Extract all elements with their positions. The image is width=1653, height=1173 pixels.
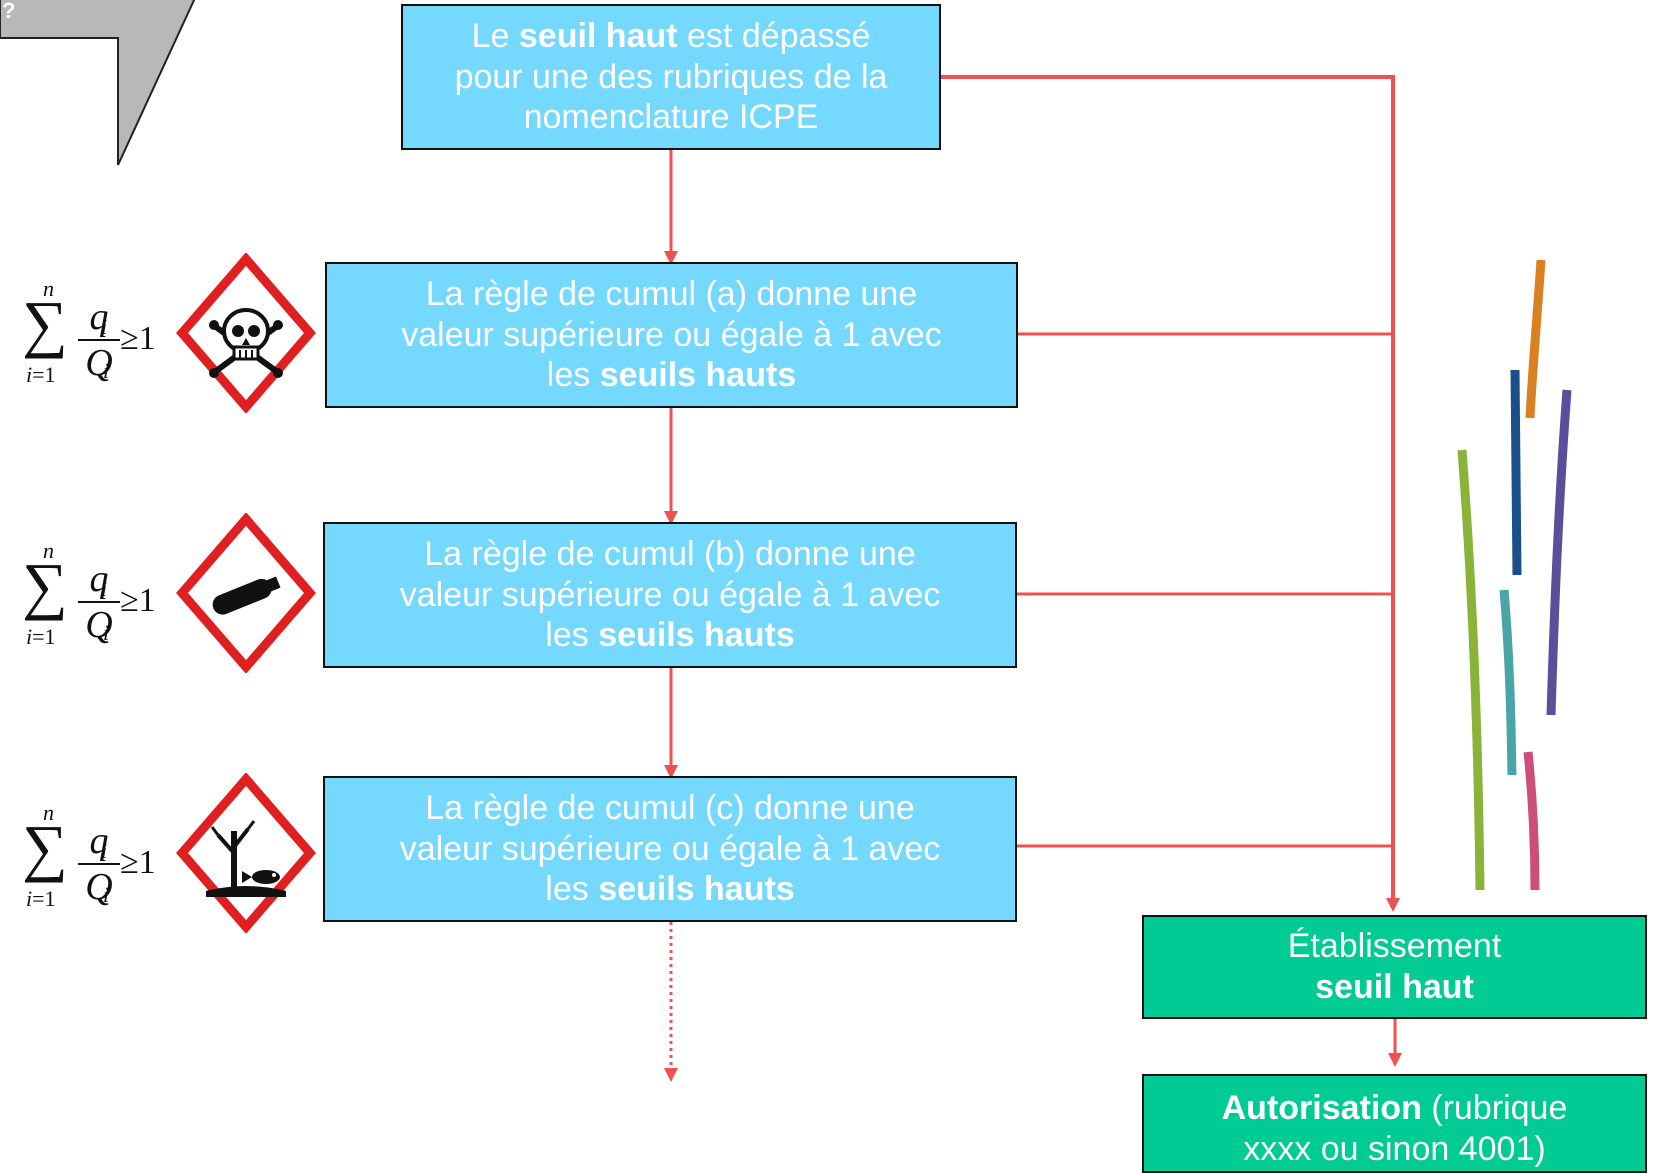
box4-line3-pre: les — [545, 870, 599, 909]
autorisation-line2: xxxx ou sinon 4001) — [1243, 1129, 1546, 1168]
formula-denominator-sub: i — [103, 358, 110, 383]
box4-line2: valeur supérieure ou égale à 1 avec — [399, 829, 941, 868]
environment-icon — [176, 773, 316, 933]
formula-upper-limit: n — [43, 538, 54, 563]
formula-lower-var: i — [26, 362, 33, 387]
formula-numerator: q — [89, 296, 109, 338]
corner-callout-shape — [0, 0, 196, 166]
box-etablissement-seuil-haut: Établissement seuil haut — [1142, 915, 1647, 1019]
box-seuil-haut-depasse: Le seuil haut est dépassé pour une des r… — [401, 4, 941, 150]
decorative-strokes-logo — [1457, 259, 1572, 890]
formula-denominator: Q — [85, 604, 113, 646]
formula-relation: ≥1 — [120, 320, 156, 357]
formula-lower-limit: i=1 — [26, 888, 56, 910]
formula-fraction-bar — [78, 339, 120, 341]
cumul-formula-a: n ∑ i=1 q Q i i ≥1 — [14, 278, 164, 398]
formula-upper-limit: n — [43, 276, 54, 301]
corner-question-mark: ? — [2, 0, 16, 23]
skull-crossbones-icon — [176, 253, 316, 413]
box1-line1-pre: Le — [471, 16, 519, 55]
etablissement-line1: Établissement — [1287, 927, 1502, 966]
formula-denominator-sub: i — [103, 882, 110, 907]
box-cumul-b: La règle de cumul (b) donne une valeur s… — [323, 522, 1017, 668]
autorisation-line1-post: (rubrique — [1421, 1089, 1568, 1127]
cumul-formula-b: n ∑ i=1 q Q i i ≥1 — [14, 540, 164, 660]
box2-line3-bold: seuils hauts — [599, 356, 797, 395]
gas-cylinder-icon — [176, 513, 316, 673]
formula-sum-symbol: ∑ — [22, 812, 68, 883]
formula-fraction-bar — [78, 601, 120, 603]
box-cumul-a: La règle de cumul (a) donne une valeur s… — [325, 262, 1018, 408]
box-autorisation: Autorisation (rubrique xxxx ou sinon 400… — [1142, 1074, 1647, 1173]
autorisation-line1-bold: Autorisation — [1221, 1089, 1422, 1127]
cumul-formula-c: n ∑ i=1 q Q i i ≥1 — [14, 802, 164, 922]
formula-fraction: q Q — [78, 296, 120, 384]
formula-fraction-bar — [78, 863, 120, 865]
formula-numerator: q — [89, 558, 109, 600]
box4-line3-bold: seuils hauts — [598, 870, 795, 909]
formula-denominator: Q — [85, 866, 113, 908]
box1-line2: pour une des rubriques de la — [454, 57, 888, 96]
box1-line3: nomenclature ICPE — [523, 98, 819, 137]
formula-lower-eq: =1 — [32, 624, 56, 649]
etablissement-line2-bold: seuil haut — [1315, 968, 1474, 1006]
formula-numerator: q — [89, 820, 109, 862]
box3-line2: valeur supérieure ou égale à 1 avec — [399, 575, 941, 614]
box4-line1: La règle de cumul (c) donne une — [425, 788, 915, 827]
box2-line1: La règle de cumul (a) donne une — [425, 274, 918, 313]
formula-fraction: q Q — [78, 820, 120, 908]
box3-line3-pre: les — [545, 616, 599, 655]
formula-lower-var: i — [26, 886, 33, 911]
formula-denominator-sub: i — [103, 620, 110, 645]
formula-lower-limit: i=1 — [26, 626, 56, 648]
box-cumul-c: La règle de cumul (c) donne une valeur s… — [323, 776, 1017, 922]
box1-line1-bold: seuil haut — [518, 16, 678, 55]
box2-line2: valeur supérieure ou égale à 1 avec — [401, 315, 942, 354]
formula-numerator-sub: i — [101, 576, 108, 601]
formula-sum-symbol: ∑ — [22, 550, 68, 621]
box2-line3-pre: les — [546, 356, 600, 395]
formula-numerator-sub: i — [101, 314, 108, 339]
formula-upper-limit: n — [43, 800, 54, 825]
box1-line1-post: est dépassé — [677, 16, 871, 55]
formula-relation: ≥1 — [120, 582, 156, 619]
formula-sum-symbol: ∑ — [22, 288, 68, 359]
formula-lower-limit: i=1 — [26, 364, 56, 386]
box3-line3-bold: seuils hauts — [598, 616, 795, 655]
box3-line1: La règle de cumul (b) donne une — [424, 534, 916, 573]
connector-box1-right — [940, 75, 1400, 912]
formula-lower-eq: =1 — [32, 362, 56, 387]
formula-fraction: q Q — [78, 558, 120, 646]
formula-relation: ≥1 — [120, 844, 156, 881]
formula-denominator: Q — [85, 342, 113, 384]
formula-lower-var: i — [26, 624, 33, 649]
formula-numerator-sub: i — [101, 838, 108, 863]
formula-lower-eq: =1 — [32, 886, 56, 911]
